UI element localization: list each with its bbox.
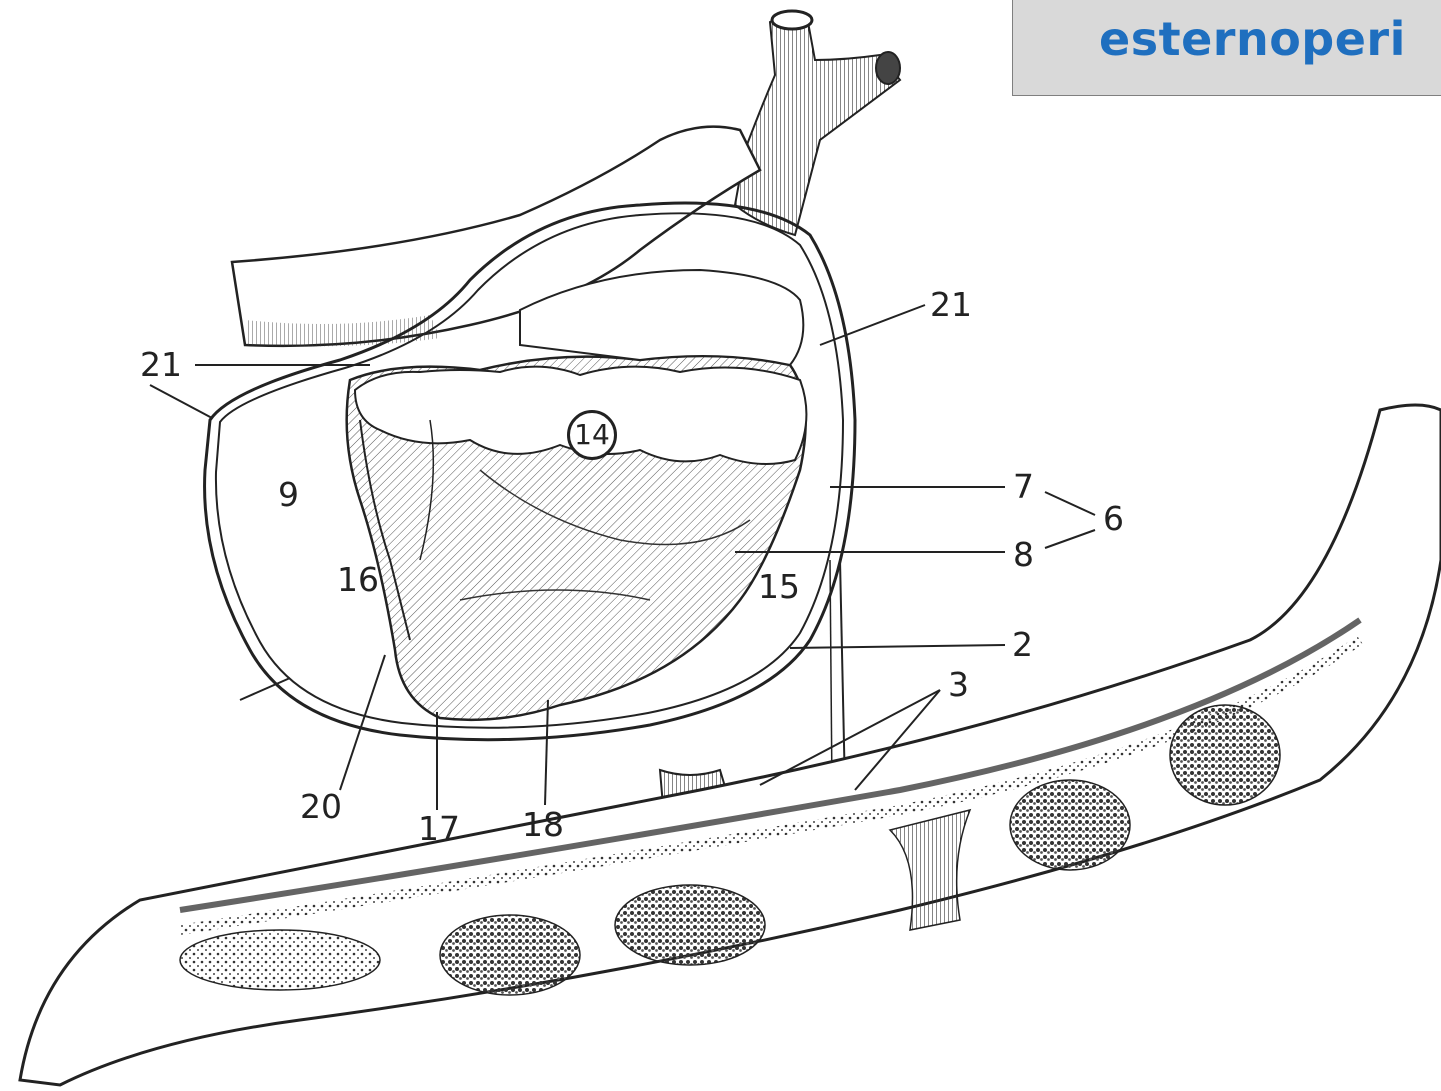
label-21-right: 21 (930, 288, 972, 321)
slide-title: esternoperi (1099, 12, 1406, 66)
label-21-left: 21 (140, 348, 182, 381)
label-15: 15 (758, 570, 800, 603)
title-box: esternoperi (1012, 0, 1441, 96)
label-20: 20 (300, 790, 342, 823)
label-6: 6 (1103, 502, 1124, 535)
label-3: 3 (948, 668, 969, 701)
label-17: 17 (418, 812, 460, 845)
label-14: 14 (567, 410, 617, 460)
label-7: 7 (1013, 470, 1034, 503)
label-9: 9 (278, 478, 299, 511)
label-2: 2 (1012, 628, 1033, 661)
label-16: 16 (337, 563, 379, 596)
label-18: 18 (522, 808, 564, 841)
label-8: 8 (1013, 538, 1034, 571)
